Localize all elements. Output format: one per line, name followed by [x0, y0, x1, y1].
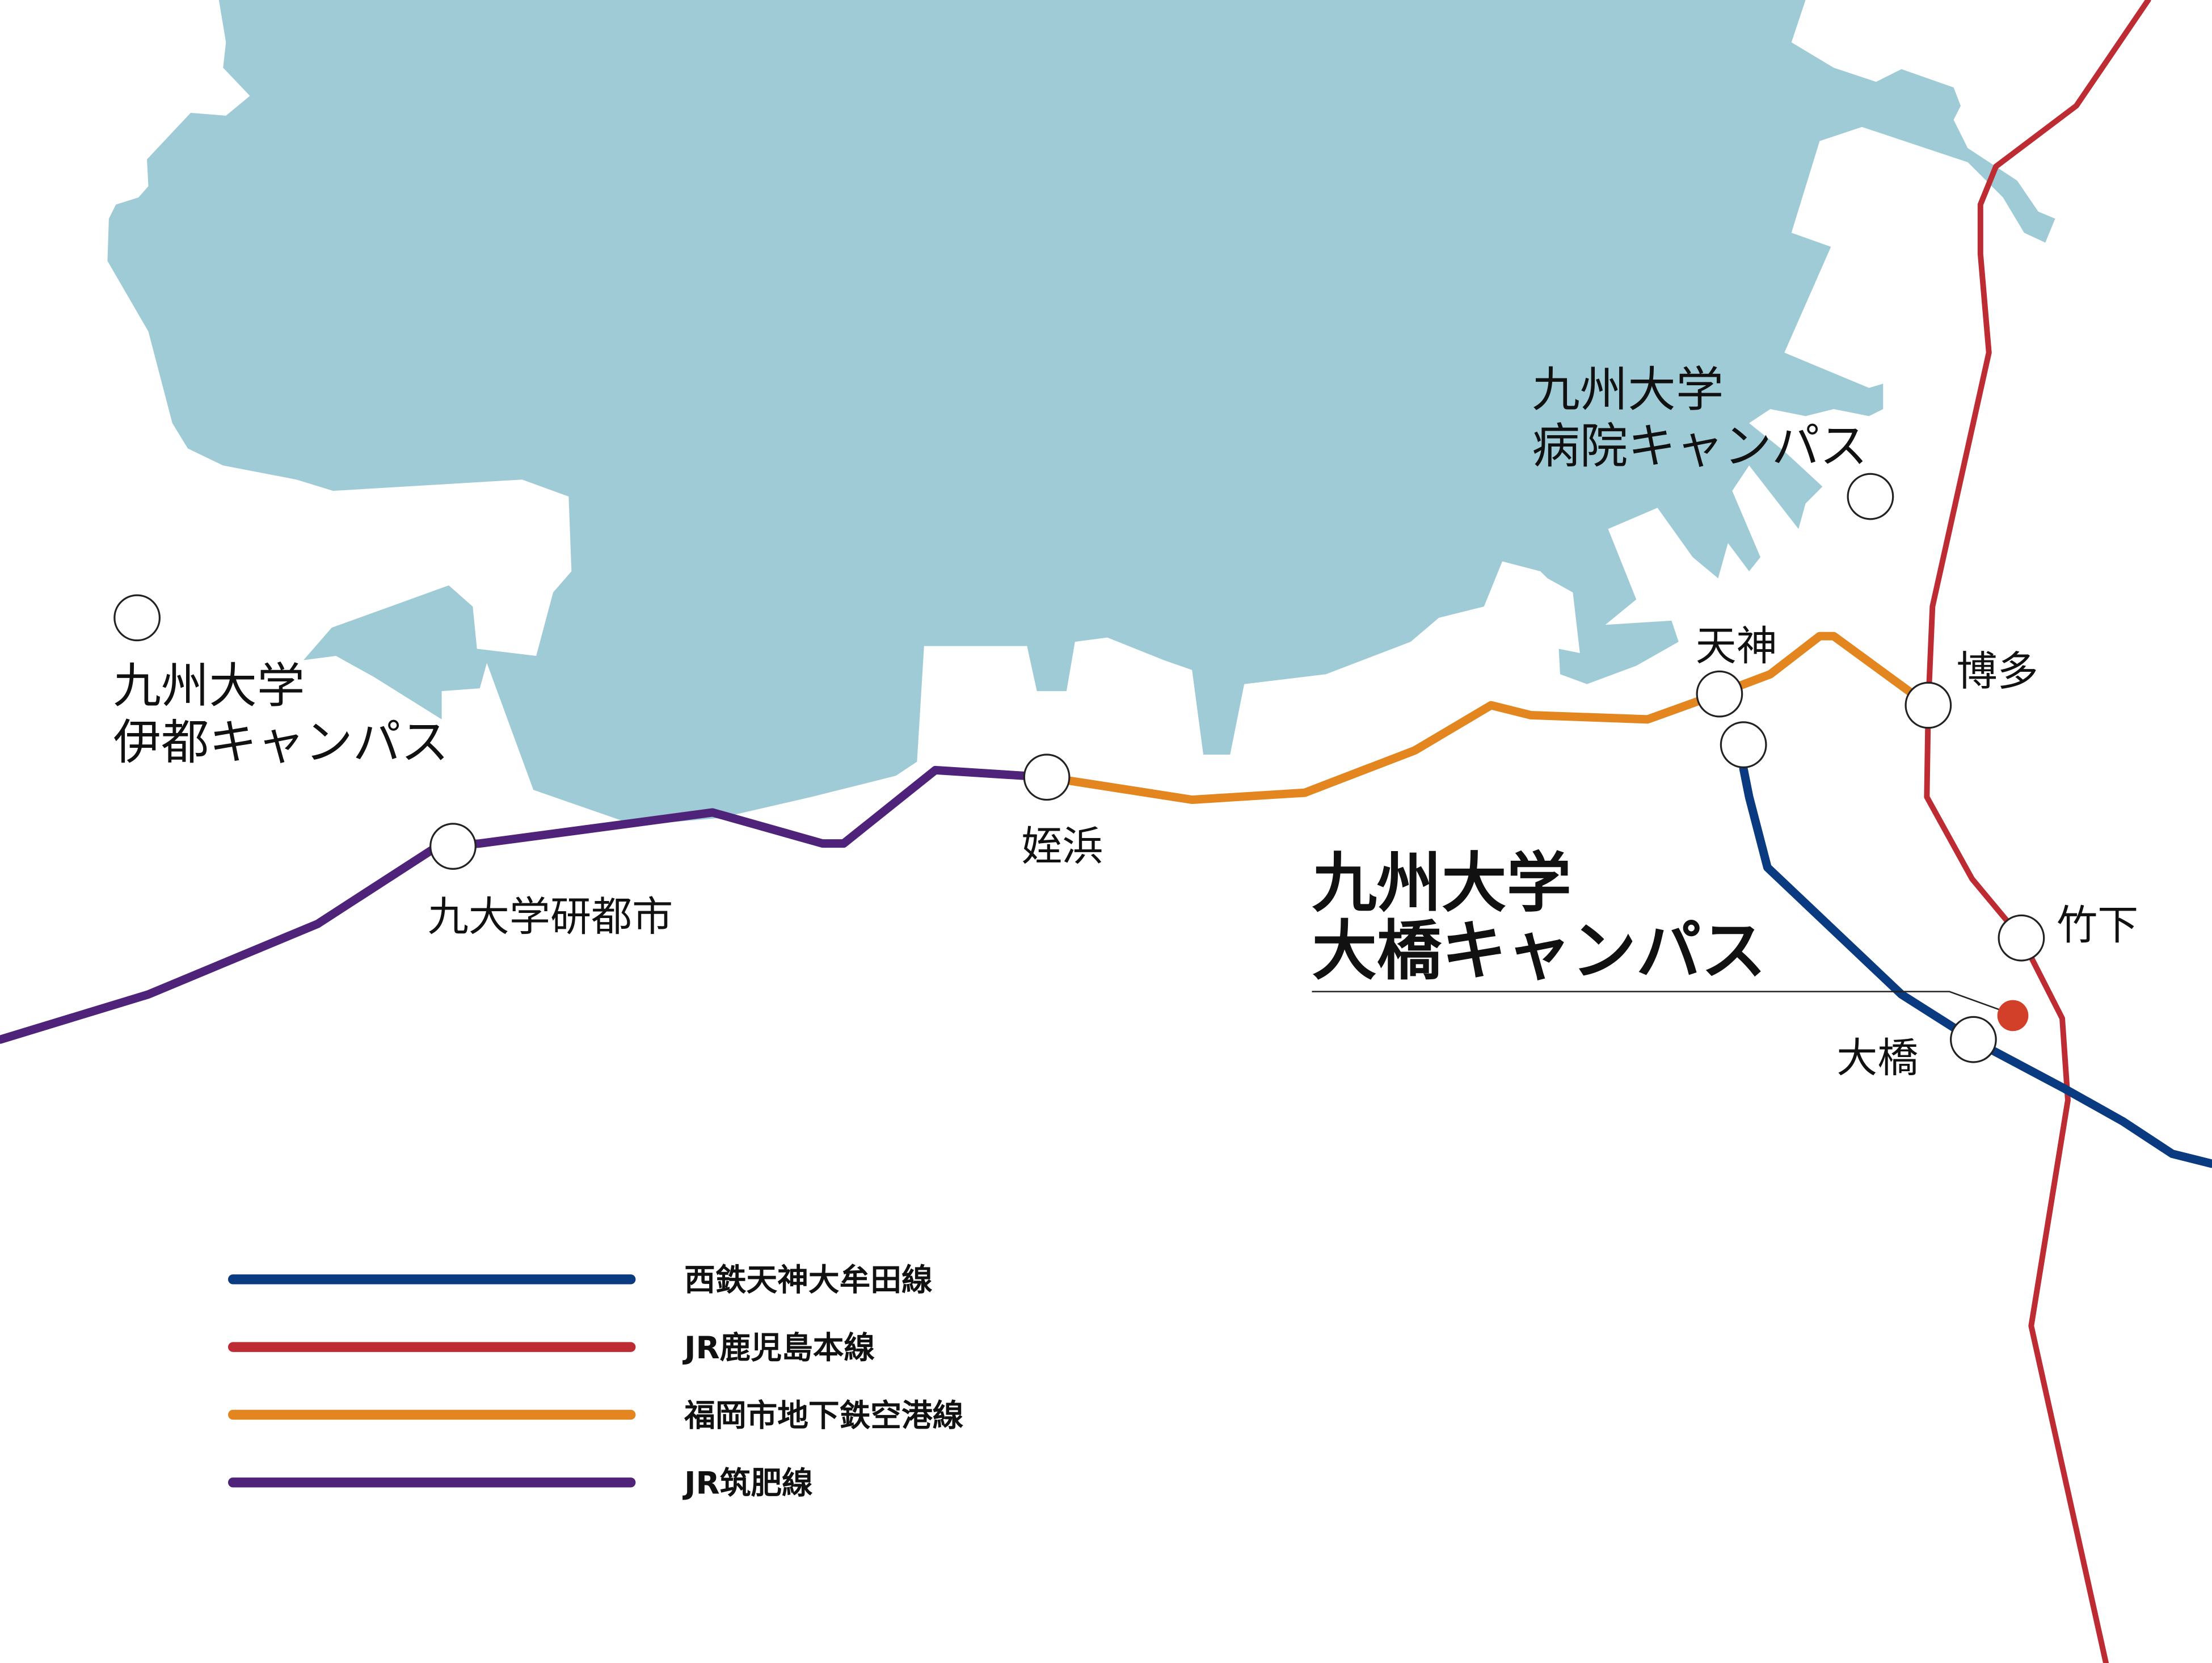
station-label-kyudaigakkentoshi: 九大学研都市 [428, 894, 673, 941]
station-label-meinohama: 姪浜 [1021, 823, 1103, 870]
station-takeshita[interactable] [1998, 914, 2045, 962]
hospital-campus-label-1: 九州大学 [1532, 362, 1724, 418]
jr-kagoshima-line [1924, 0, 2151, 1663]
ohashi-campus-leader-line [1312, 991, 2001, 1011]
station-ohashi[interactable] [1950, 1016, 1997, 1063]
ohashi-campus-label-2: 大橋キャンパス [1312, 913, 1766, 988]
hospital-campus-label-2: 病院キャンパス [1532, 418, 1868, 474]
ohashi-campus-label-1: 九州大学 [1312, 845, 1571, 921]
ito-campus-label-2: 伊都キャンパス [113, 714, 449, 770]
station-label-tenjin: 天神 [1696, 622, 1777, 670]
station-label-ohashi: 大橋 [1836, 1034, 1918, 1082]
nishitetsu-line [1739, 740, 2212, 1168]
ito-campus-label-1: 九州大学 [113, 658, 305, 714]
station-tenjin-nishitetsu[interactable] [1720, 721, 1767, 769]
station-tenjin[interactable] [1696, 670, 1743, 718]
jr-chikuhi-line [0, 765, 1051, 1044]
legend-label-jr-chikuhi: JR筑肥線 [682, 1465, 813, 1501]
legend-label-jr-kagoshima: JR鹿児島本線 [682, 1329, 875, 1366]
legend: 西鉄天神大牟田線 JR鹿児島本線 福岡市地下鉄空港線 JR筑肥線 [227, 1262, 964, 1501]
station-kyudaigakkentoshi[interactable] [429, 823, 477, 870]
station-label-hakata: 博多 [1957, 648, 2038, 696]
ohashi-campus-marker[interactable] [1997, 1000, 2029, 1032]
station-hakata[interactable] [1905, 681, 1952, 729]
station-meinohama[interactable] [1023, 753, 1071, 801]
legend-label-nishitetsu: 西鉄天神大牟田線 [684, 1262, 933, 1298]
subway-airport-line [1042, 631, 1933, 805]
legend-label-subway-airport: 福岡市地下鉄空港線 [684, 1397, 964, 1433]
hospital-campus-marker[interactable] [1847, 473, 1894, 520]
sea-hakata-bay [107, 0, 2055, 826]
station-label-takeshita: 竹下 [2057, 902, 2138, 950]
ito-campus-marker[interactable] [113, 594, 161, 642]
